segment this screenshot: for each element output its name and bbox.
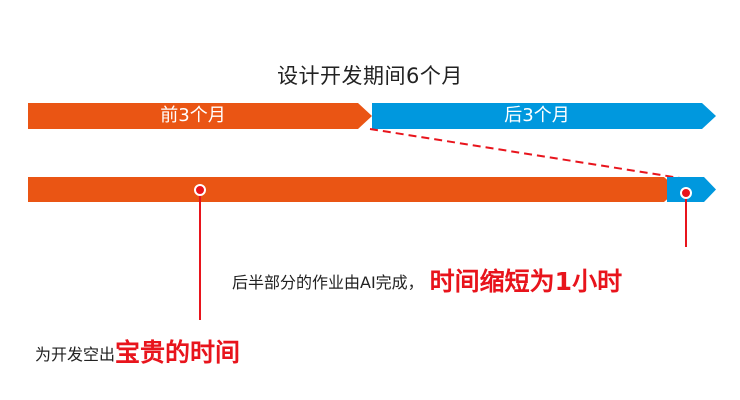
free-time-note-highlight: 宝贵的时间: [115, 338, 241, 367]
free-time-note: 为开发空出宝贵的时间: [35, 333, 240, 369]
free-time-callout-dot: [194, 184, 206, 196]
compression-dashed-line: [369, 128, 681, 179]
ai-callout-dot: [680, 187, 692, 199]
diagram-title: 设计开发期间6个月: [277, 64, 463, 88]
first-half-label: 前3个月: [160, 105, 226, 126]
second-half-label: 后3个月: [504, 105, 570, 126]
ai-note-text: 后半部分的作业由AI完成，: [232, 273, 424, 292]
ai-segment-bar: [667, 177, 716, 202]
ai-note: 后半部分的作业由AI完成， 时间缩短为1小时: [232, 262, 622, 298]
first-half-bar: [28, 103, 372, 129]
ai-note-highlight: 时间缩短为1小时: [429, 267, 623, 296]
extended-development-bar: [28, 177, 678, 202]
free-time-note-text: 为开发空出: [35, 345, 116, 364]
second-half-bar: [372, 103, 716, 129]
